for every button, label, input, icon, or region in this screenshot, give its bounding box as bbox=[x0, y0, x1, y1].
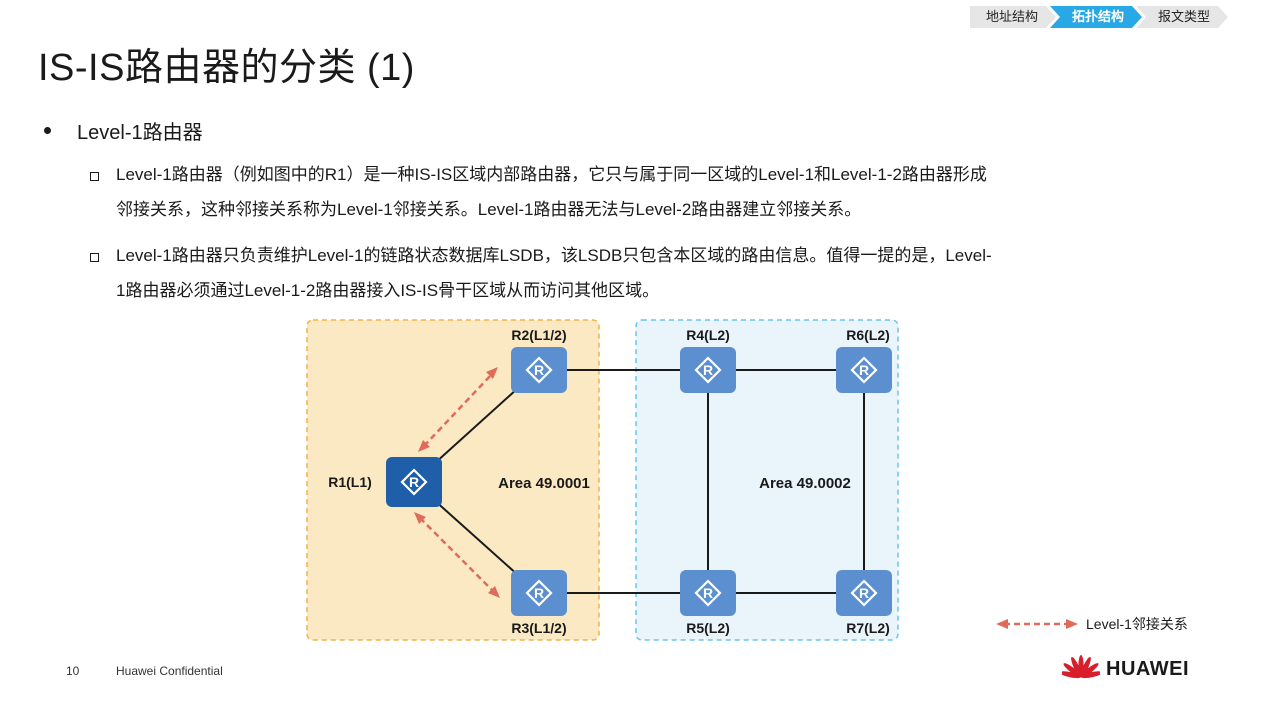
legend-label: Level-1邻接关系 bbox=[1086, 616, 1188, 632]
router-r1[interactable] bbox=[386, 457, 442, 507]
area-2-box bbox=[635, 319, 899, 641]
paragraph-2-line-1: Level-1路由器只负责维护Level-1的链路状态数据库LSDB，该LSDB… bbox=[116, 246, 992, 265]
breadcrumb-address-structure[interactable]: 地址结构 bbox=[970, 6, 1056, 28]
router-r2-label: R2(L1/2) bbox=[511, 327, 566, 343]
router-r1-label: R1(L1) bbox=[328, 474, 372, 490]
router-r3[interactable] bbox=[511, 570, 567, 616]
area-1-label: Area 49.0001 bbox=[498, 475, 590, 492]
arrowhead bbox=[486, 367, 498, 379]
area-1-box bbox=[306, 319, 600, 641]
adjacency-arrow-r1-r3 bbox=[419, 517, 495, 593]
breadcrumb-packet-type[interactable]: 报文类型 bbox=[1136, 6, 1228, 28]
page-title: IS-IS路由器的分类 (1) bbox=[38, 47, 415, 89]
router-r2[interactable] bbox=[511, 347, 567, 393]
huawei-logo-icon bbox=[1062, 655, 1100, 679]
bullet-level1: Level-1路由器 bbox=[44, 116, 203, 145]
router-r5-label: R5(L2) bbox=[686, 620, 730, 636]
router-r5[interactable] bbox=[680, 570, 736, 616]
paragraph-2-line-2: 1路由器必须通过Level-1-2路由器接入IS-IS骨干区域从而访问其他区域。 bbox=[116, 281, 660, 300]
router-r7-label: R7(L2) bbox=[846, 620, 890, 636]
area-2-label: Area 49.0002 bbox=[759, 475, 851, 492]
arrowhead bbox=[1066, 619, 1078, 629]
sub-bullet-square bbox=[90, 172, 99, 181]
bullet-label: Level-1路由器 bbox=[77, 122, 203, 144]
huawei-brand: HUAWEI bbox=[1062, 654, 1189, 684]
arrowhead bbox=[488, 586, 500, 598]
confidential-label: Huawei Confidential bbox=[116, 664, 223, 678]
adjacency-arrowheads bbox=[414, 367, 500, 598]
adjacency-arrows bbox=[419, 373, 495, 593]
paragraph-2: Level-1路由器只负责维护Level-1的链路状态数据库LSDB，该LSDB… bbox=[116, 238, 1216, 308]
legend: Level-1邻接关系 bbox=[996, 616, 1188, 632]
page-number: 10 bbox=[66, 664, 80, 678]
brand-name: HUAWEI bbox=[1106, 657, 1189, 680]
breadcrumb-topology-structure[interactable]: 拓扑结构 bbox=[1050, 6, 1142, 28]
paragraph-1-line-1: Level-1路由器（例如图中的R1）是一种IS-IS区域内部路由器，它只与属于… bbox=[116, 165, 987, 184]
arrowhead bbox=[414, 512, 426, 524]
arrowhead bbox=[418, 440, 430, 452]
breadcrumb: 地址结构 拓扑结构 报文类型 bbox=[976, 6, 1228, 28]
router-r6[interactable] bbox=[836, 347, 892, 393]
router-r7[interactable] bbox=[836, 570, 892, 616]
router-r6-label: R6(L2) bbox=[846, 327, 890, 343]
router-r4-label: R4(L2) bbox=[686, 327, 730, 343]
router-r4[interactable] bbox=[680, 347, 736, 393]
bullet-dot bbox=[44, 127, 51, 134]
sub-bullet-square bbox=[90, 253, 99, 262]
adjacency-arrow-r1-r2 bbox=[423, 373, 493, 447]
paragraph-1-line-2: 邻接关系，这种邻接关系称为Level-1邻接关系。Level-1路由器无法与Le… bbox=[116, 200, 862, 219]
arrowhead bbox=[996, 619, 1008, 629]
router-r3-label: R3(L1/2) bbox=[511, 620, 566, 636]
paragraph-1: Level-1路由器（例如图中的R1）是一种IS-IS区域内部路由器，它只与属于… bbox=[116, 157, 1216, 227]
